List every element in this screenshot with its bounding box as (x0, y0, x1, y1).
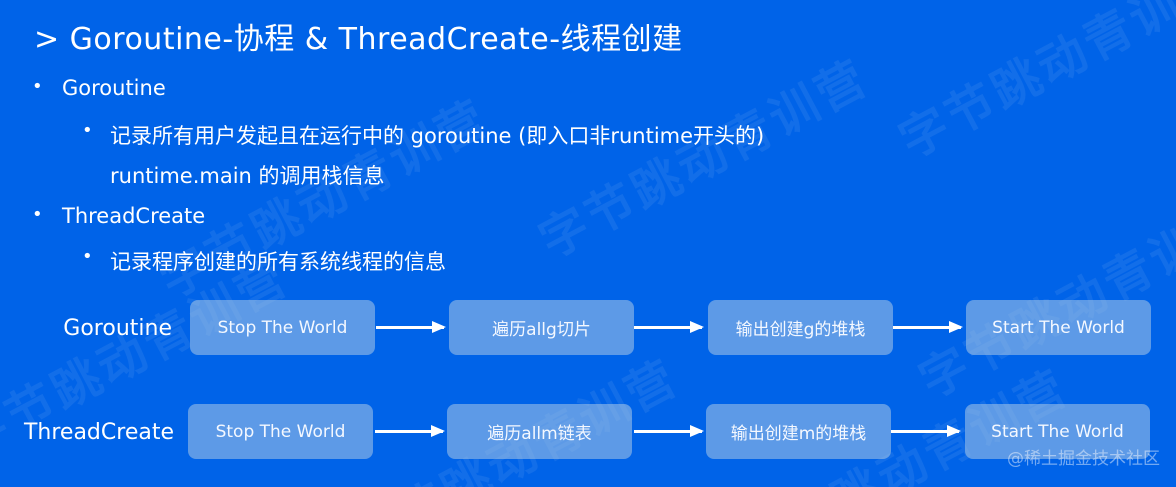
arrow-right-icon (634, 425, 704, 437)
arrow-right-icon (893, 321, 963, 333)
watermark-text: 字节跳动青训营 (150, 89, 499, 310)
flow-step-iterate-allm: 遍历allm链表 (447, 404, 632, 459)
sub-bullet-goroutine-cont: runtime.main 的调用栈信息 (110, 160, 385, 190)
flow-step-start-the-world: Start The World (966, 300, 1151, 355)
watermark-text: 字节跳动青训营 (905, 179, 1176, 412)
flow-step-stop-the-world: Stop The World (188, 404, 373, 459)
watermark-text: 字节跳动青训营 (530, 49, 879, 270)
source-credit: @稀土掘金技术社区 (1007, 449, 1160, 469)
bullet-dot-icon: • (82, 120, 93, 141)
watermark-text: 字节跳动青训营 (890, 0, 1176, 170)
flow-label-threadcreate: ThreadCreate (23, 420, 174, 445)
arrow-right-icon (891, 425, 961, 437)
bullet-goroutine: • Goroutine (32, 76, 166, 100)
flow-label-goroutine: Goroutine (63, 316, 172, 341)
bullet-label: Goroutine (62, 76, 166, 100)
flow-step-stop-the-world: Stop The World (190, 300, 375, 355)
sub-bullet-text: runtime.main 的调用栈信息 (110, 164, 385, 188)
sub-bullet-text: 记录所有用户发起且在运行中的 goroutine (即入口非runtime开头的… (110, 124, 765, 148)
bullet-dot-icon: • (32, 204, 43, 225)
sub-bullet-goroutine: • 记录所有用户发起且在运行中的 goroutine (即入口非runtime开… (82, 120, 765, 150)
arrow-right-icon (375, 425, 445, 437)
flow-step-output-m-stack: 输出创建m的堆栈 (706, 404, 891, 459)
bullet-dot-icon: • (82, 246, 93, 267)
flow-step-start-the-world: Start The World (965, 404, 1150, 459)
arrow-right-icon (634, 321, 704, 333)
slide-title: > Goroutine-协程 & ThreadCreate-线程创建 (34, 22, 683, 57)
bullet-threadcreate: • ThreadCreate (32, 204, 206, 228)
bullet-dot-icon: • (32, 76, 43, 97)
bullet-label: ThreadCreate (62, 204, 206, 228)
sub-bullet-threadcreate: • 记录程序创建的所有系统线程的信息 (82, 246, 446, 276)
flow-step-iterate-allg: 遍历allg切片 (449, 300, 634, 355)
flow-step-output-g-stack: 输出创建g的堆栈 (708, 300, 893, 355)
sub-bullet-text: 记录程序创建的所有系统线程的信息 (110, 250, 446, 274)
arrow-right-icon (376, 321, 446, 333)
